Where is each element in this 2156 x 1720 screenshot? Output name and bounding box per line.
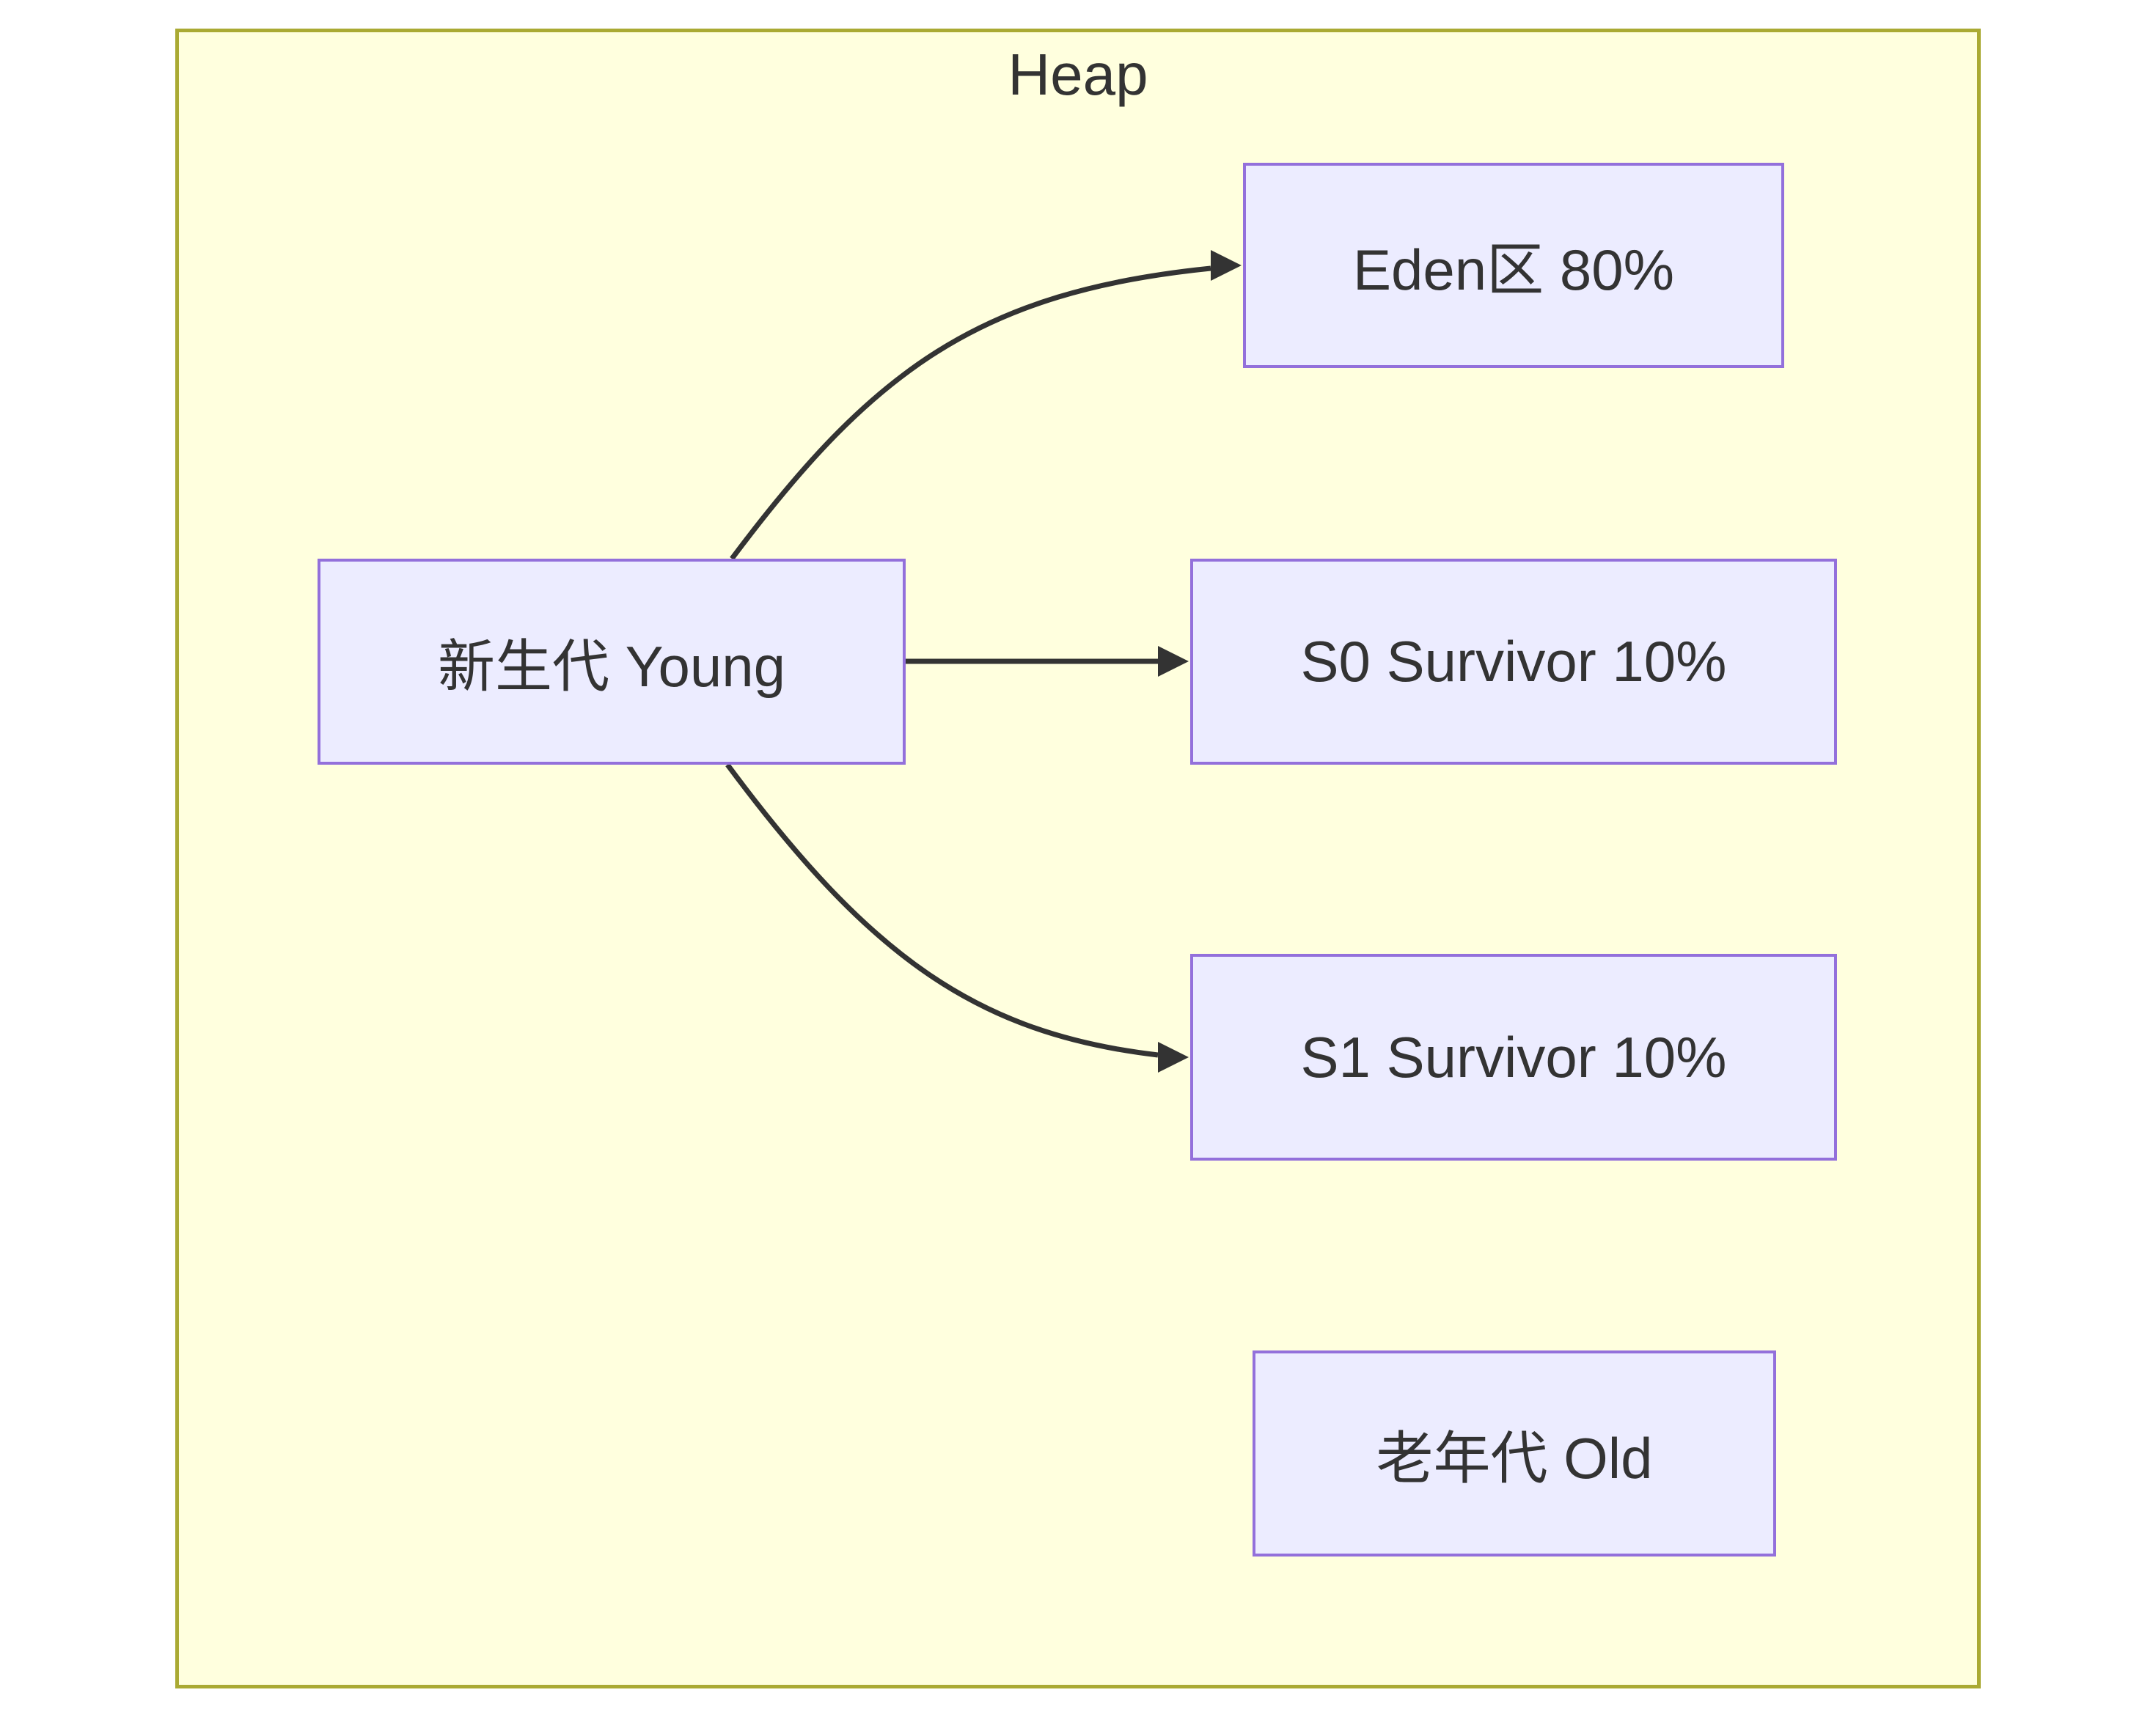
node-young-label: 新生代 Young <box>437 633 786 699</box>
node-s0-label: S0 Survivor 10% <box>1300 629 1727 694</box>
node-old-label: 老年代 Old <box>1376 1425 1653 1491</box>
node-s1-label: S1 Survivor 10% <box>1300 1024 1727 1089</box>
node-s0-survivor: S0 Survivor 10% <box>1190 559 1837 765</box>
node-young-generation: 新生代 Young <box>318 559 906 765</box>
node-old-generation: 老年代 Old <box>1253 1350 1776 1557</box>
node-eden-label: Eden区 80% <box>1353 238 1674 302</box>
node-s1-survivor: S1 Survivor 10% <box>1190 954 1837 1161</box>
node-eden: Eden区 80% <box>1243 163 1784 368</box>
heap-subgraph-label: Heap <box>1008 42 1148 107</box>
